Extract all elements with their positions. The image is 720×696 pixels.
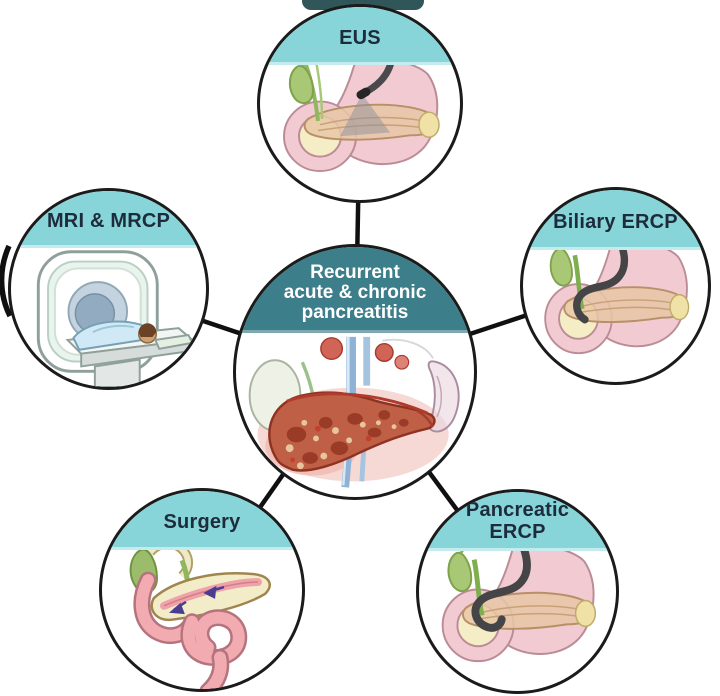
endoscope-shape (471, 531, 531, 632)
splenic-vessels (416, 409, 435, 428)
patient-hair (138, 323, 157, 338)
bile-duct (572, 254, 585, 310)
inflamed-tissue (394, 354, 410, 370)
stomach-ghost-outline (382, 338, 434, 359)
surgery-illustration (129, 538, 271, 689)
pancreas-texture (477, 605, 581, 615)
node-eus-header: EUS (260, 7, 460, 65)
pancreatic-ercp-illustration (441, 531, 597, 663)
inflamed-tissue (320, 337, 344, 361)
table-pedestal (93, 358, 141, 387)
endoscope-tip (356, 87, 371, 100)
node-pancreatic-label: Pancreatic ERCP (465, 499, 570, 543)
pancreatitis-illustration (248, 336, 460, 488)
node-biliary-ercp: Biliary ERCP (520, 187, 711, 385)
pancreas-red-spots (290, 425, 372, 463)
inflamed-tissue (374, 342, 394, 362)
node-pancreatic-header: Pancreatic ERCP (419, 492, 616, 551)
center-header: Recurrent acute & chronic pancreatitis (236, 247, 474, 333)
pancreas-texture (476, 613, 585, 621)
gallbladder-shape (289, 65, 315, 105)
gallbladder-shape (447, 551, 473, 593)
jejunum-loop-b (180, 609, 248, 689)
node-center-pancreatitis: Recurrent acute & chronic pancreatitis (233, 244, 477, 500)
node-biliary-label: Biliary ERCP (553, 210, 678, 233)
node-mri-label: MRI & MRCP (46, 210, 171, 232)
blanket-fold (92, 324, 135, 333)
table-footboard (153, 333, 194, 350)
cropped-edge-stub (0, 244, 13, 318)
bile-duct (471, 559, 485, 616)
papilla-shape (574, 599, 597, 628)
mri-scanner-illustration (36, 250, 195, 387)
center-title-line1: Recurrent (310, 261, 400, 283)
ultrasound-fan (340, 93, 390, 137)
papilla-shape (418, 111, 440, 138)
pancreas-texture (576, 306, 679, 314)
pancreas-mottling-dark (286, 410, 409, 464)
papilla-shape (669, 293, 690, 321)
node-eus: EUS (257, 4, 463, 203)
center-title-line3: pancreatitis (301, 301, 409, 323)
drainage-arrows (168, 585, 225, 615)
vessel-below (359, 448, 367, 482)
node-biliary-header: Biliary ERCP (523, 190, 708, 250)
gallbladder-shape (549, 247, 573, 287)
center-title: Recurrent acute & chronic pancreatitis (284, 255, 427, 323)
node-pancreatic-ercp: Pancreatic ERCP (416, 489, 619, 694)
eus-illustration (283, 46, 440, 173)
pancreas-mottling-light (285, 419, 397, 470)
endoscope-shape (573, 228, 629, 324)
node-surgery-header: Surgery (102, 491, 302, 550)
biliary-ercp-illustration (544, 228, 690, 355)
splenic-artery (286, 392, 428, 415)
node-mri-mrcp: MRI & MRCP (8, 188, 209, 390)
pancreas-texture (578, 299, 675, 308)
node-mri-header: MRI & MRCP (11, 191, 206, 248)
node-surgery: Surgery (99, 488, 305, 692)
center-title-line2: acute & chronic (283, 281, 427, 303)
node-eus-label: EUS (339, 26, 381, 49)
cystic-duct (314, 60, 324, 119)
node-surgery-label: Surgery (163, 511, 241, 533)
spleen-texture (436, 375, 443, 418)
